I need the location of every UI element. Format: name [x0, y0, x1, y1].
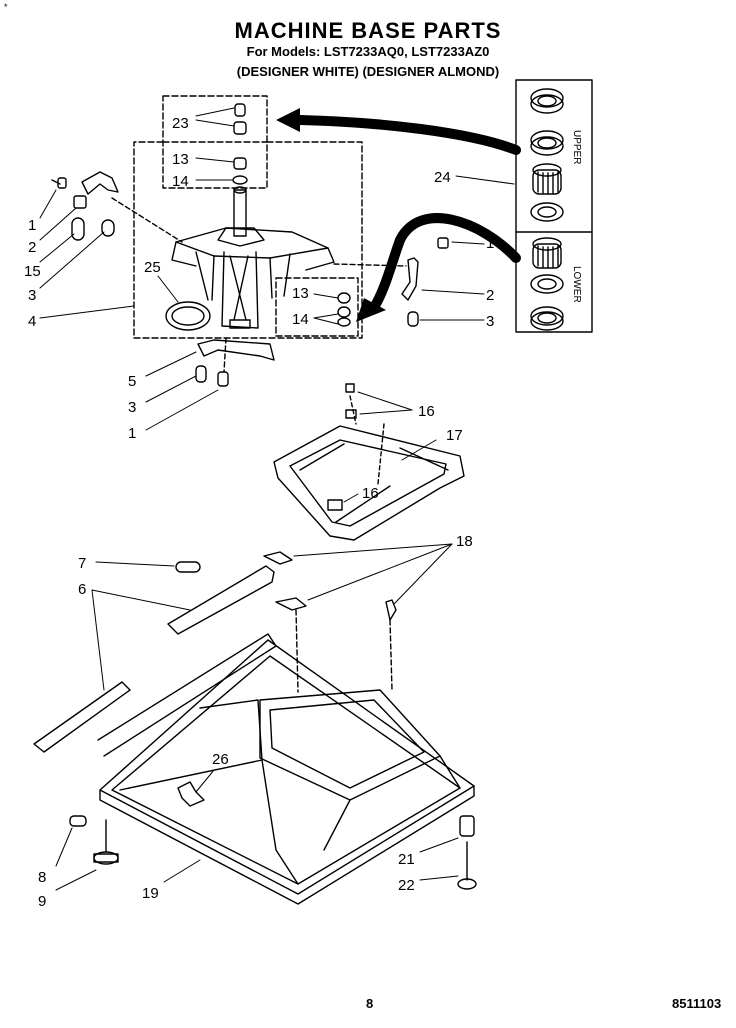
callout-2: 2: [28, 239, 36, 256]
frame-17: [273, 383, 465, 541]
callout-16: 16: [418, 403, 435, 420]
models-line: For Models: LST7233AQ0, LST7233AZ0: [246, 44, 490, 59]
callout-23: 23: [172, 115, 189, 132]
upper-side-label: UPPER: [571, 130, 582, 164]
callout-21: 21: [398, 851, 415, 868]
callout-14: 14: [292, 311, 309, 328]
leveling-feet: [69, 815, 477, 890]
callout-labels: 23 13 14 1 2 15 3 25 4 24 1 2 3 13 14 5 …: [24, 115, 582, 910]
callout-13: 13: [292, 285, 309, 302]
callout-8: 8: [38, 869, 46, 886]
callout-22: 22: [398, 877, 415, 894]
callout-1: 1: [486, 235, 494, 252]
arrow-upper-inset: [295, 115, 521, 155]
callout-9: 9: [38, 893, 46, 910]
callout-26: 26: [212, 751, 229, 768]
callout-3: 3: [486, 313, 494, 330]
right-small-parts: [333, 237, 449, 327]
callout-17: 17: [446, 427, 463, 444]
callout-14: 14: [172, 173, 189, 190]
transmission-box: [133, 141, 363, 339]
page-title: MACHINE BASE PARTS: [234, 18, 502, 43]
callout-3: 3: [28, 287, 36, 304]
callout-3: 3: [128, 399, 136, 416]
bearing-inset-panel: [515, 79, 593, 333]
transmission-assembly: [171, 103, 335, 329]
base-frame-19: [97, 633, 475, 905]
ring-25: [165, 301, 211, 331]
callout-1: 1: [28, 217, 36, 234]
callout-13: 13: [172, 151, 189, 168]
callout-2: 2: [486, 287, 494, 304]
lower-bearing-box: [275, 277, 359, 337]
leader-lines: [39, 107, 515, 891]
callout-24: 24: [434, 169, 451, 186]
braces-6-7-18: [33, 551, 397, 753]
arrow-lower-inset: [371, 213, 521, 309]
lower-bearings: [530, 237, 564, 331]
clip-26: [177, 781, 205, 807]
corner-mark: *: [4, 2, 8, 12]
callout-18: 18: [456, 533, 473, 550]
callout-15: 15: [24, 263, 41, 280]
callout-6: 6: [78, 581, 86, 598]
callout-5: 5: [128, 373, 136, 390]
callout-7: 7: [78, 555, 86, 572]
callout-1: 1: [128, 425, 136, 442]
document-part-number: 8511103: [672, 996, 722, 1011]
callout-4: 4: [28, 313, 36, 330]
lower-side-label: LOWER: [571, 266, 582, 303]
lower-bracket-parts: [195, 337, 275, 387]
callout-16: 16: [362, 485, 379, 502]
left-small-parts: [51, 171, 183, 243]
page-number: 8: [366, 996, 374, 1011]
upper-bearings: [530, 88, 564, 222]
colors-line: (DESIGNER WHITE) (DESIGNER ALMOND): [236, 64, 500, 79]
callout-25: 25: [144, 259, 161, 276]
callout-19: 19: [142, 885, 159, 902]
